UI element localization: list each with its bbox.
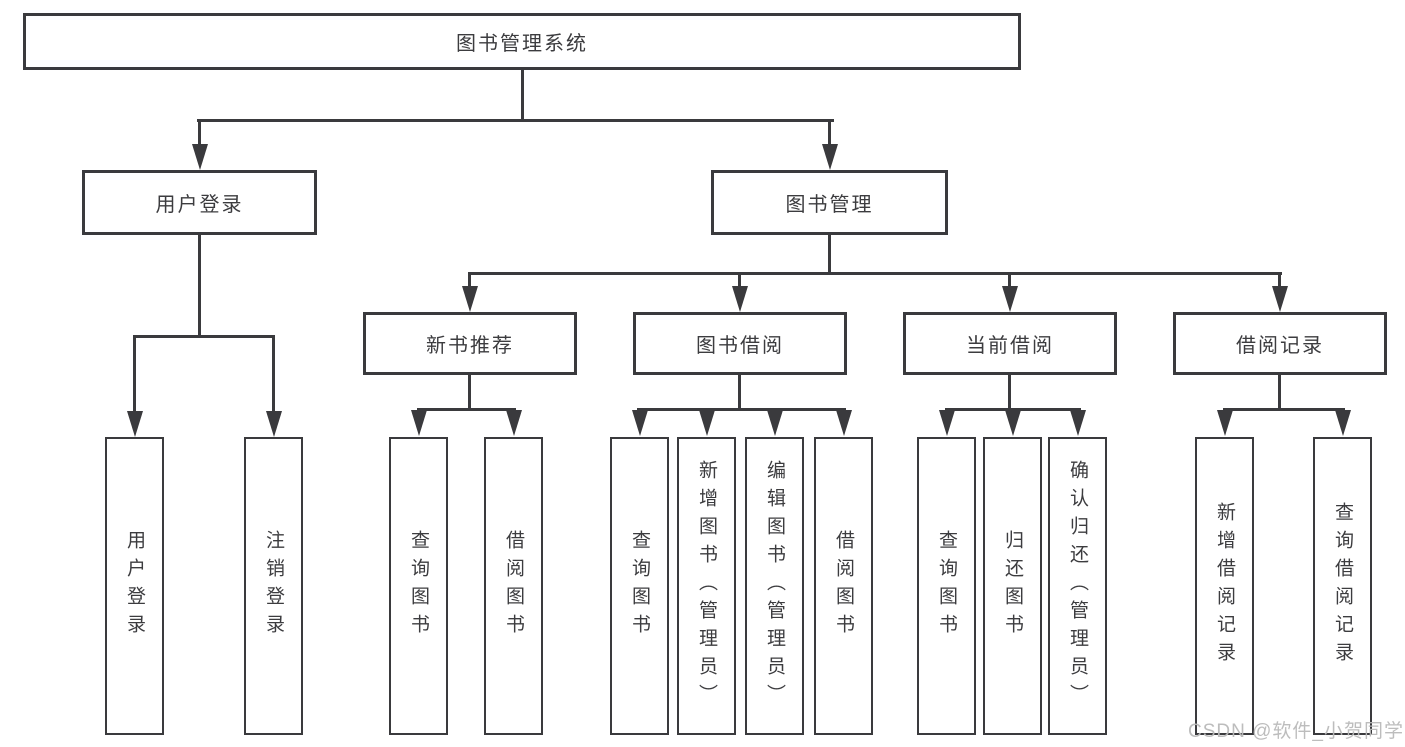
arrowhead-down-icon: [939, 410, 955, 436]
connector-line: [197, 119, 834, 122]
node-book-management: 图书管理: [711, 170, 948, 235]
arrowhead-down-icon: [1217, 410, 1233, 436]
arrowhead-down-icon: [192, 144, 208, 170]
leaf-add-borrow-record: 新增借阅记录: [1195, 437, 1254, 735]
node-new-book-recommend: 新书推荐: [363, 312, 577, 375]
leaf-query-book-1: 查询图书: [389, 437, 448, 735]
arrowhead-down-icon: [1005, 410, 1021, 436]
arrowhead-down-icon: [1070, 410, 1086, 436]
leaf-borrow-book-1: 借阅图书: [484, 437, 543, 735]
connector-line: [828, 235, 831, 275]
connector-line: [1008, 375, 1011, 411]
connector-line: [521, 70, 524, 119]
connector-line: [133, 335, 275, 338]
arrowhead-down-icon: [411, 410, 427, 436]
leaf-add-book-admin: 新增图书（管理员）: [677, 437, 736, 735]
arrowhead-down-icon: [732, 286, 748, 312]
arrowhead-down-icon: [127, 411, 143, 437]
connector-line: [468, 272, 1282, 275]
leaf-edit-book-admin: 编辑图书（管理员）: [745, 437, 804, 735]
connector-line: [272, 335, 275, 413]
node-current-borrow: 当前借阅: [903, 312, 1117, 375]
leaf-confirm-return-admin: 确认归还（管理员）: [1048, 437, 1107, 735]
arrowhead-down-icon: [1335, 410, 1351, 436]
connector-line: [1278, 272, 1281, 288]
leaf-query-book-3: 查询图书: [917, 437, 976, 735]
connector-line: [637, 408, 846, 411]
connector-line: [198, 119, 201, 147]
arrowhead-down-icon: [1002, 286, 1018, 312]
leaf-borrow-book-2: 借阅图书: [814, 437, 873, 735]
arrowhead-down-icon: [699, 410, 715, 436]
node-book-borrow: 图书借阅: [633, 312, 847, 375]
arrowhead-down-icon: [822, 144, 838, 170]
connector-line: [468, 272, 471, 288]
leaf-query-borrow-record: 查询借阅记录: [1313, 437, 1372, 735]
connector-line: [198, 235, 201, 336]
arrowhead-down-icon: [836, 410, 852, 436]
arrowhead-down-icon: [462, 286, 478, 312]
connector-line: [133, 335, 136, 413]
connector-line: [738, 375, 741, 411]
node-root: 图书管理系统: [23, 13, 1021, 70]
node-user-login: 用户登录: [82, 170, 317, 235]
arrowhead-down-icon: [266, 411, 282, 437]
connector-line: [468, 375, 471, 411]
connector-line: [945, 408, 1081, 411]
connector-line: [417, 408, 516, 411]
arrowhead-down-icon: [632, 410, 648, 436]
connector-line: [738, 272, 741, 288]
leaf-logout: 注销登录: [244, 437, 303, 735]
connector-line: [1223, 408, 1345, 411]
arrowhead-down-icon: [767, 410, 783, 436]
connector-line: [1008, 272, 1011, 288]
arrowhead-down-icon: [1272, 286, 1288, 312]
leaf-query-book-2: 查询图书: [610, 437, 669, 735]
leaf-user-login: 用户登录: [105, 437, 164, 735]
connector-line: [828, 119, 831, 147]
node-borrow-record: 借阅记录: [1173, 312, 1387, 375]
leaf-return-book: 归还图书: [983, 437, 1042, 735]
csdn-watermark: CSDN @软件_小贺同学: [1188, 721, 1404, 742]
connector-line: [1278, 375, 1281, 411]
arrowhead-down-icon: [506, 410, 522, 436]
